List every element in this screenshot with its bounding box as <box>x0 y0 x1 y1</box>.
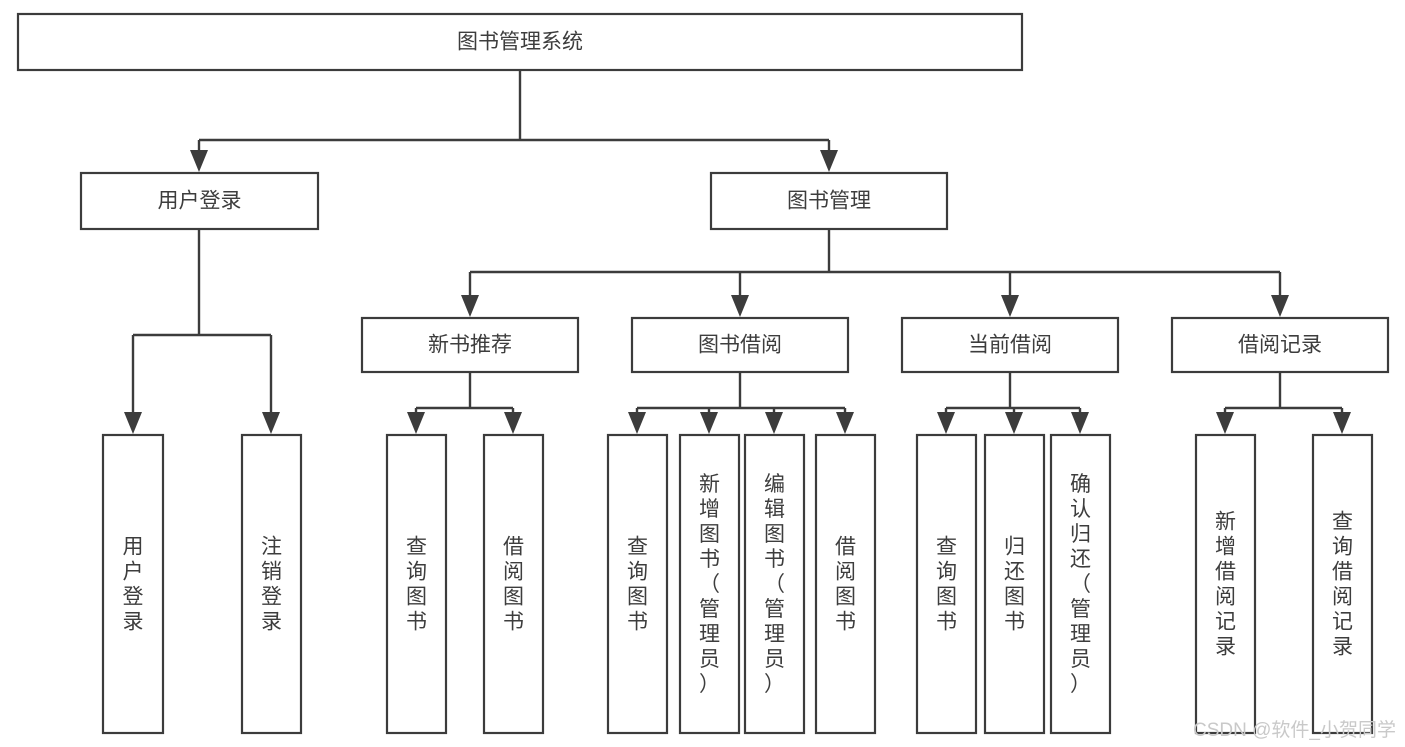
node-label-leaf-user-login: 用户登录 <box>123 536 144 634</box>
node-leaf-return-book[interactable]: 归还图书 <box>983 433 1046 735</box>
node-new-book-rec[interactable]: 新书推荐 <box>360 316 580 374</box>
arrow-head-icon <box>1271 295 1289 317</box>
node-label-leaf-edit-book: 编辑图书（管理员） <box>764 473 785 696</box>
node-leaf-borrow-book-2[interactable]: 借阅图书 <box>814 433 877 735</box>
node-user-login[interactable]: 用户登录 <box>79 171 320 231</box>
node-root[interactable]: 图书管理系统 <box>16 12 1024 72</box>
arrow-head-icon <box>190 150 208 172</box>
node-box-leaf-query-book-1[interactable] <box>385 433 448 735</box>
arrow-head-icon <box>765 412 783 434</box>
arrow-head-icon <box>1071 412 1089 434</box>
node-leaf-edit-book[interactable]: 编辑图书（管理员） <box>743 433 806 735</box>
node-leaf-query-record[interactable]: 查询借阅记录 <box>1311 433 1374 735</box>
arrow-head-icon <box>461 295 479 317</box>
node-box-new-book-rec[interactable] <box>360 316 580 374</box>
node-current-borrow[interactable]: 当前借阅 <box>900 316 1120 374</box>
node-box-leaf-borrow-book-2[interactable] <box>814 433 877 735</box>
arrow-head-icon <box>700 412 718 434</box>
node-box-book-borrow[interactable] <box>630 316 850 374</box>
node-leaf-query-book-3[interactable]: 查询图书 <box>915 433 978 735</box>
node-label-new-book-rec: 新书推荐 <box>428 334 512 357</box>
node-box-leaf-borrow-book-1[interactable] <box>482 433 545 735</box>
node-box-user-login[interactable] <box>79 171 320 231</box>
node-leaf-add-record[interactable]: 新增借阅记录 <box>1194 433 1257 735</box>
node-box-leaf-user-login[interactable] <box>101 433 165 735</box>
node-label-leaf-return-book: 归还图书 <box>1004 536 1025 634</box>
node-leaf-query-book-1[interactable]: 查询图书 <box>385 433 448 735</box>
node-label-current-borrow: 当前借阅 <box>968 334 1052 357</box>
arrow-head-icon <box>124 412 142 434</box>
node-borrow-record[interactable]: 借阅记录 <box>1170 316 1390 374</box>
node-book-borrow[interactable]: 图书借阅 <box>630 316 850 374</box>
node-box-leaf-query-book-3[interactable] <box>915 433 978 735</box>
connector-newbookrec-to-leaves <box>407 372 522 434</box>
arrow-head-icon <box>1216 412 1234 434</box>
node-box-leaf-add-record[interactable] <box>1194 433 1257 735</box>
arrow-head-icon <box>407 412 425 434</box>
node-leaf-user-login[interactable]: 用户登录 <box>101 433 165 735</box>
node-box-leaf-query-book-2[interactable] <box>606 433 669 735</box>
node-label-book-borrow: 图书借阅 <box>698 334 782 357</box>
node-label-leaf-add-book: 新增图书（管理员） <box>699 473 720 696</box>
node-box-borrow-record[interactable] <box>1170 316 1390 374</box>
node-label-user-login: 用户登录 <box>158 190 242 213</box>
arrow-head-icon <box>836 412 854 434</box>
node-label-leaf-add-record: 新增借阅记录 <box>1215 511 1236 659</box>
connector-bookmanage-to-level3 <box>461 229 1289 317</box>
node-box-leaf-confirm-return[interactable] <box>1049 433 1112 735</box>
node-leaf-borrow-book-1[interactable]: 借阅图书 <box>482 433 545 735</box>
node-box-current-borrow[interactable] <box>900 316 1120 374</box>
node-book-manage[interactable]: 图书管理 <box>709 171 949 231</box>
arrow-head-icon <box>262 412 280 434</box>
arrow-head-icon <box>504 412 522 434</box>
arrow-head-icon <box>1333 412 1351 434</box>
node-label-root: 图书管理系统 <box>457 31 583 54</box>
connector-layer <box>124 70 1351 434</box>
connector-currentborrow-to-leaves <box>937 372 1089 434</box>
arrow-head-icon <box>820 150 838 172</box>
node-label-book-manage: 图书管理 <box>787 190 871 213</box>
arrow-head-icon <box>937 412 955 434</box>
node-leaf-query-book-2[interactable]: 查询图书 <box>606 433 669 735</box>
node-box-book-manage[interactable] <box>709 171 949 231</box>
node-box-root[interactable] <box>16 12 1024 72</box>
connector-borrowrecord-to-leaves <box>1216 372 1351 434</box>
connector-userlogin-to-leaves <box>124 229 280 434</box>
arrow-head-icon <box>1005 412 1023 434</box>
node-box-leaf-query-record[interactable] <box>1311 433 1374 735</box>
node-label-leaf-query-record: 查询借阅记录 <box>1332 511 1353 659</box>
node-label-borrow-record: 借阅记录 <box>1238 334 1322 357</box>
node-label-leaf-confirm-return: 确认归还（管理员） <box>1070 473 1091 696</box>
node-box-leaf-logout[interactable] <box>240 433 303 735</box>
node-label-leaf-query-book-3: 查询图书 <box>936 536 957 634</box>
node-box-leaf-add-book[interactable] <box>678 433 741 735</box>
connector-bookborrow-to-leaves <box>628 372 854 434</box>
node-label-leaf-logout: 注销登录 <box>261 536 282 634</box>
node-label-leaf-borrow-book-1: 借阅图书 <box>503 536 524 634</box>
node-leaf-logout[interactable]: 注销登录 <box>240 433 303 735</box>
node-leaf-confirm-return[interactable]: 确认归还（管理员） <box>1049 433 1112 735</box>
node-box-leaf-return-book[interactable] <box>983 433 1046 735</box>
node-leaf-add-book[interactable]: 新增图书（管理员） <box>678 433 741 735</box>
arrow-head-icon <box>628 412 646 434</box>
node-layer: 图书管理系统用户登录图书管理新书推荐图书借阅当前借阅借阅记录用户登录注销登录查询… <box>16 12 1390 735</box>
node-label-leaf-query-book-2: 查询图书 <box>627 536 648 634</box>
connector-root-to-level2 <box>190 70 838 172</box>
csdn-watermark: CSDN @软件_小贺同学 <box>1193 719 1396 741</box>
node-box-leaf-edit-book[interactable] <box>743 433 806 735</box>
arrow-head-icon <box>1001 295 1019 317</box>
node-label-leaf-borrow-book-2: 借阅图书 <box>835 536 856 634</box>
node-label-leaf-query-book-1: 查询图书 <box>406 536 427 634</box>
arrow-head-icon <box>731 295 749 317</box>
